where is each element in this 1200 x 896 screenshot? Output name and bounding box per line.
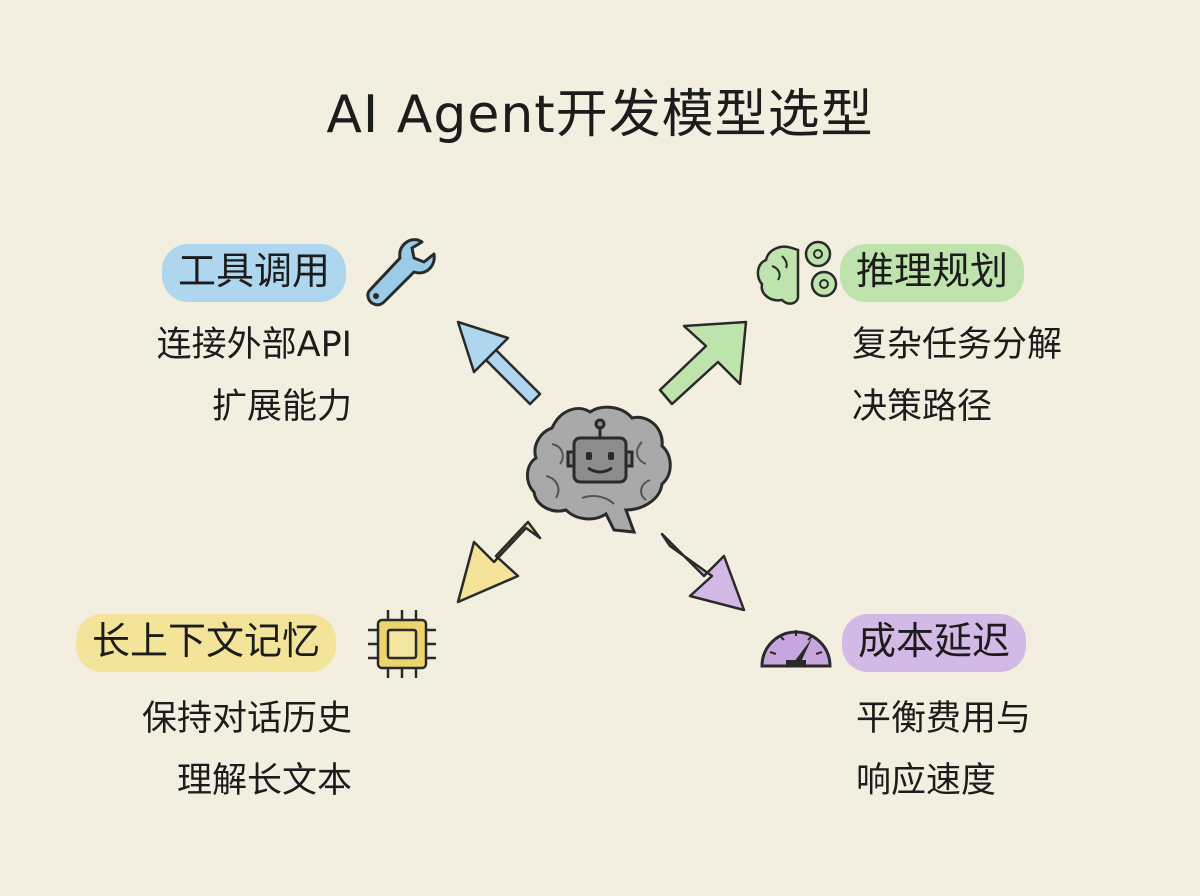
arrow-reasoning	[658, 320, 748, 406]
desc-long-context: 保持对话历史 理解长文本	[96, 688, 352, 812]
desc-line: 响应速度	[856, 761, 997, 801]
speedometer-icon	[760, 630, 832, 668]
arrow-cost-latency	[660, 532, 746, 612]
arrow-long-context	[456, 520, 542, 604]
tag-long-context: 长上下文记忆	[76, 614, 337, 672]
chip-icon	[368, 610, 436, 678]
desc-cost-latency: 平衡费用与 响应速度	[856, 688, 1076, 812]
desc-line: 保持对话历史	[141, 699, 352, 739]
tag-tool-calling: 工具调用	[162, 244, 347, 302]
tag-reasoning: 推理规划	[840, 244, 1025, 302]
desc-tool-calling: 连接外部API 扩展能力	[120, 314, 352, 438]
desc-line: 平衡费用与	[856, 699, 1032, 739]
arrow-tool-calling	[456, 320, 542, 406]
desc-line: 扩展能力	[211, 387, 352, 427]
desc-line: 连接外部API	[156, 325, 352, 365]
page-title: AI Agent开发模型选型	[326, 85, 874, 145]
desc-line: 复杂任务分解	[852, 325, 1063, 365]
tag-cost-latency: 成本延迟	[842, 614, 1027, 672]
brain-gears-icon	[756, 240, 838, 305]
desc-line: 决策路径	[852, 387, 993, 427]
desc-reasoning: 复杂任务分解 决策路径	[852, 314, 1112, 438]
wrench-icon	[366, 238, 436, 307]
desc-line: 理解长文本	[176, 761, 352, 801]
brain-robot-icon	[526, 405, 672, 534]
